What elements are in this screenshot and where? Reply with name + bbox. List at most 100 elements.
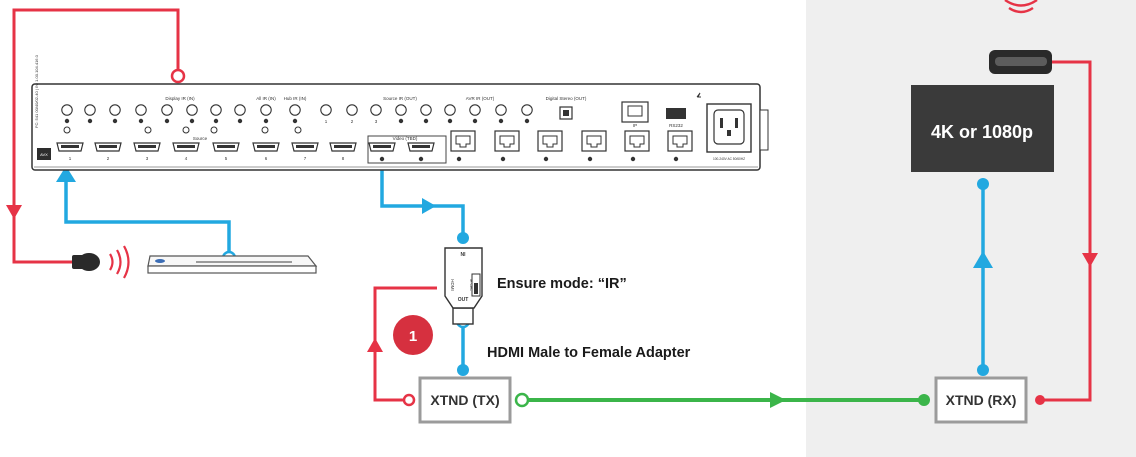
rx-link-dot xyxy=(918,394,930,406)
tx-hdmi-dot xyxy=(457,364,469,376)
display-ir-port-dot xyxy=(170,68,186,84)
ground-icon xyxy=(696,92,701,98)
hdmi-port-pins xyxy=(373,145,391,148)
ir-receive-wave-2 xyxy=(1004,0,1038,7)
rj45-port-jack xyxy=(542,135,558,148)
matrix-serial-text: FC: 541 00/40/02-40 | IN: 1.00.104.416.0 xyxy=(34,54,39,128)
ir-receiver-window xyxy=(995,57,1047,66)
label-avr-ir: AVR IR (OUT) xyxy=(466,96,495,101)
label-video: Video (TBD) xyxy=(393,136,418,141)
ir-jack xyxy=(469,104,481,116)
adapter-out-text: OUT xyxy=(458,297,469,303)
ir-jack xyxy=(84,104,96,116)
hdmi-arrow-right xyxy=(422,198,436,214)
hdmi-port-number: 8 xyxy=(342,156,345,161)
label-digital-stereo: Digital Stereo (OUT) xyxy=(546,96,587,101)
matrix-rack-ear xyxy=(759,109,769,151)
ir-emitter xyxy=(72,245,130,279)
rx-extender xyxy=(934,376,1028,424)
ir-jack-marker xyxy=(447,118,453,124)
hdmi-matrix-switch: FC: 541 00/40/02-40 | IN: 1.00.104.416.0… xyxy=(31,54,769,171)
display-hdmi-dot xyxy=(977,178,989,190)
hdmi-port-number: 6 xyxy=(265,156,268,161)
hdmi-port-number: 7 xyxy=(304,156,307,161)
link-arrow-right xyxy=(770,392,786,408)
hdmi-port-number: 2 xyxy=(107,156,110,161)
ir-jack-number: 1 xyxy=(325,119,328,124)
rj45-port xyxy=(537,130,563,152)
ir-jack xyxy=(346,104,358,116)
ip-port-jack xyxy=(627,105,643,117)
ir-signal-wave-3 xyxy=(123,245,130,279)
ir-signal-wave-1 xyxy=(109,253,114,271)
hdmi-port-pins xyxy=(177,145,195,148)
hdmi-out-marker xyxy=(379,156,385,162)
mini-jack xyxy=(294,126,302,134)
tx-ir-dot xyxy=(402,393,416,407)
ir-jack xyxy=(186,104,198,116)
optical-port-core xyxy=(563,110,569,116)
hdmi-port-pins xyxy=(334,145,352,148)
label-source-ir: Source IR (OUT) xyxy=(383,96,417,101)
bluray-player xyxy=(147,255,318,274)
ir-jack-number: 4 xyxy=(400,119,403,124)
power-inlet-socket xyxy=(713,109,745,145)
ir-arrow-down-rx xyxy=(1082,253,1098,267)
hdmi-port-number: 5 xyxy=(225,156,228,161)
hdmi-adapter: IN OUT HDMI IR CEC xyxy=(444,247,483,325)
bluray-top xyxy=(147,255,318,267)
ir-jack-marker xyxy=(524,118,530,124)
hdmi-port-number: 1 xyxy=(69,156,72,161)
adapter-mode-switch-knob[interactable] xyxy=(474,283,478,294)
label-rs232: RS232 xyxy=(669,123,683,128)
bluray-front xyxy=(147,265,317,274)
ir-jack xyxy=(320,104,332,116)
hdmi-port-pins xyxy=(99,145,117,148)
rj45-port-jack xyxy=(586,135,602,148)
ir-jack xyxy=(495,104,507,116)
ir-jack-marker xyxy=(87,118,93,124)
adapter-side-text: HDMI xyxy=(450,279,455,291)
ir-jack xyxy=(135,104,147,116)
step-badge xyxy=(393,315,433,355)
rs232-terminal xyxy=(666,108,686,119)
power-pin-ground xyxy=(727,130,731,136)
ir-jack xyxy=(260,104,272,116)
rj45-marker xyxy=(587,156,593,162)
adapter-in-text: IN xyxy=(460,250,465,256)
matrix-brand-badge xyxy=(37,148,51,160)
ir-jack xyxy=(210,104,222,116)
display-screen xyxy=(911,85,1054,172)
rj45-port xyxy=(450,130,476,152)
rj45-port-row xyxy=(450,130,693,162)
hdmi-port-pins xyxy=(257,145,275,148)
rj45-marker xyxy=(543,156,549,162)
step-badge-number: 1 xyxy=(409,328,417,345)
rj45-port xyxy=(667,130,693,152)
rj45-marker xyxy=(456,156,462,162)
ir-jack-marker xyxy=(64,118,70,124)
mini-jack xyxy=(261,126,269,134)
hdmi-port-pins xyxy=(412,145,430,148)
ir-jack-marker xyxy=(112,118,118,124)
ir-jack-marker xyxy=(472,118,478,124)
hdmi-port-pins xyxy=(296,145,314,148)
ir-jack xyxy=(289,104,301,116)
label-hub-ir: Hub IR (IN) xyxy=(284,96,307,101)
ip-port xyxy=(621,101,649,123)
ir-jack xyxy=(109,104,121,116)
ir-arrow-up xyxy=(367,338,383,352)
hdmi-arrow-up-rx xyxy=(973,251,993,268)
label-source: Source xyxy=(193,136,208,141)
ir-jack xyxy=(444,104,456,116)
ir-emitter-head xyxy=(78,253,100,271)
ir-jack xyxy=(234,104,246,116)
mini-jack xyxy=(182,126,190,134)
matrix-brand-text: AVX xyxy=(40,152,48,157)
ir-jack-marker xyxy=(237,118,243,124)
rj45-port xyxy=(581,130,607,152)
label-all-ir: All IR (IN) xyxy=(256,96,276,101)
